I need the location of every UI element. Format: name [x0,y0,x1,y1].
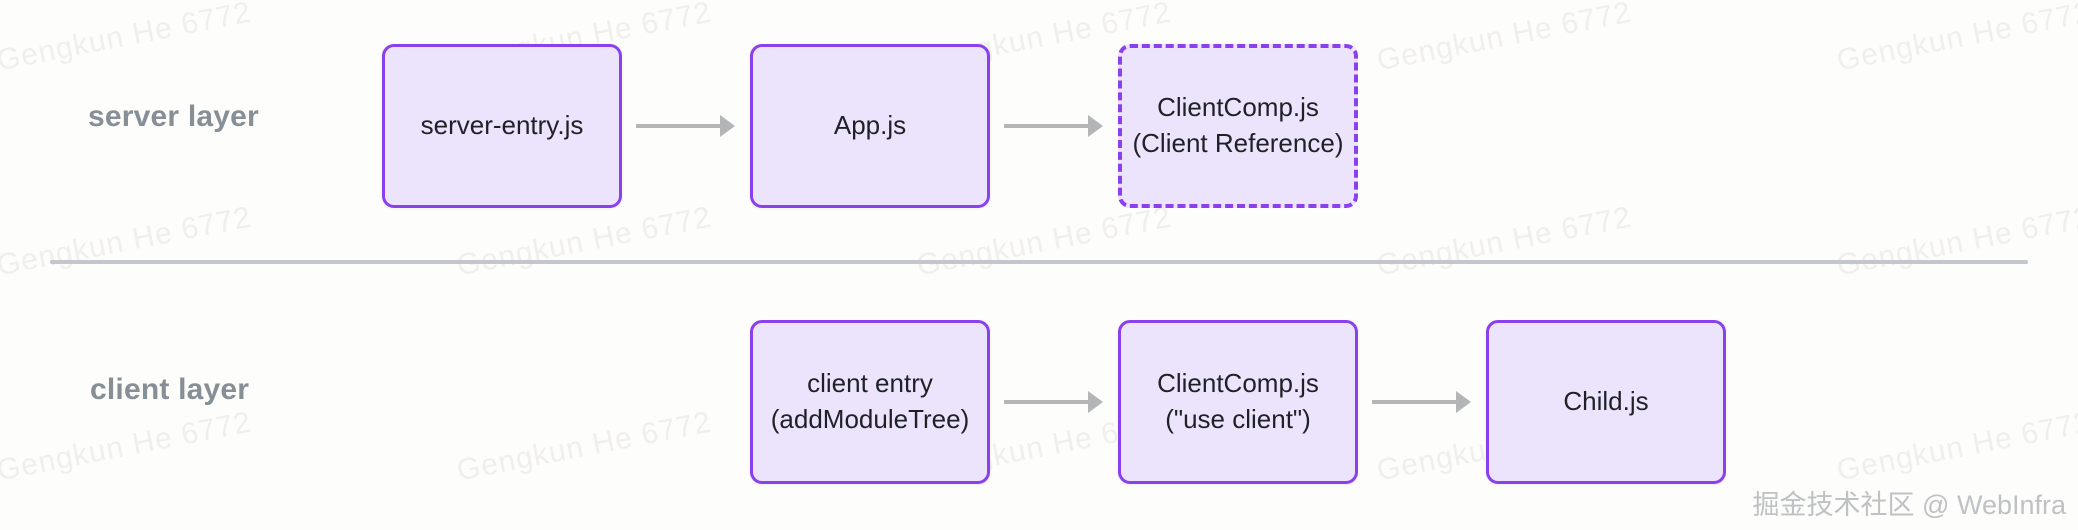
watermark-text: Gengkun He 6772 [0,405,255,488]
watermark-text: Gengkun He 6772 [0,200,255,283]
arrow-app-to-client-reference [1004,115,1103,137]
arrow-shaft [636,124,724,128]
watermark-text: Gengkun He 6772 [914,200,1175,283]
arrow-shaft [1372,400,1460,404]
watermark-text: Gengkun He 6772 [0,0,255,78]
watermark-text: Gengkun He 6772 [1374,200,1635,283]
node-label-line: App.js [833,110,907,141]
watermark-text: Gengkun He 6772 [1834,0,2078,78]
node-client-entry[interactable]: client entry (addModuleTree) [750,320,990,484]
node-label-line: (addModuleTree) [770,404,970,434]
arrow-shaft [1004,124,1092,128]
node-client-reference[interactable]: ClientComp.js (Client Reference) [1118,44,1358,208]
node-label-line: ClientComp.js [1157,92,1319,123]
layer-label-server: server layer [88,100,259,133]
arrow-head-icon [1456,391,1471,413]
node-label-line: (Client Reference) [1132,128,1344,158]
watermark-text: Gengkun He 6772 [1834,405,2078,488]
node-label-line: Child.js [1563,386,1649,417]
arrow-head-icon [720,115,735,137]
node-child[interactable]: Child.js [1486,320,1726,484]
arrow-head-icon [1088,391,1103,413]
node-server-entry[interactable]: server-entry.js [382,44,622,208]
node-label-line: server-entry.js [420,110,584,141]
layer-label-client: client layer [90,373,250,406]
credit-watermark: 掘金技术社区 @ WebInfra [1752,490,2066,520]
arrow-head-icon [1088,115,1103,137]
watermark-text: Gengkun He 6772 [1374,0,1635,78]
node-label-line: ClientComp.js [1157,368,1319,399]
node-label-line: client entry [807,368,933,399]
node-client-comp[interactable]: ClientComp.js ("use client") [1118,320,1358,484]
node-label-line: ("use client") [1165,404,1311,434]
arrow-client-comp-to-child [1372,391,1471,413]
node-app[interactable]: App.js [750,44,990,208]
arrow-client-entry-to-client-comp [1004,391,1103,413]
arrow-server-entry-to-app [636,115,735,137]
watermark-text: Gengkun He 6772 [1834,200,2078,283]
watermark-text: Gengkun He 6772 [454,200,715,283]
watermark-text: Gengkun He 6772 [454,405,715,488]
arrow-shaft [1004,400,1092,404]
layer-divider [50,260,2028,264]
